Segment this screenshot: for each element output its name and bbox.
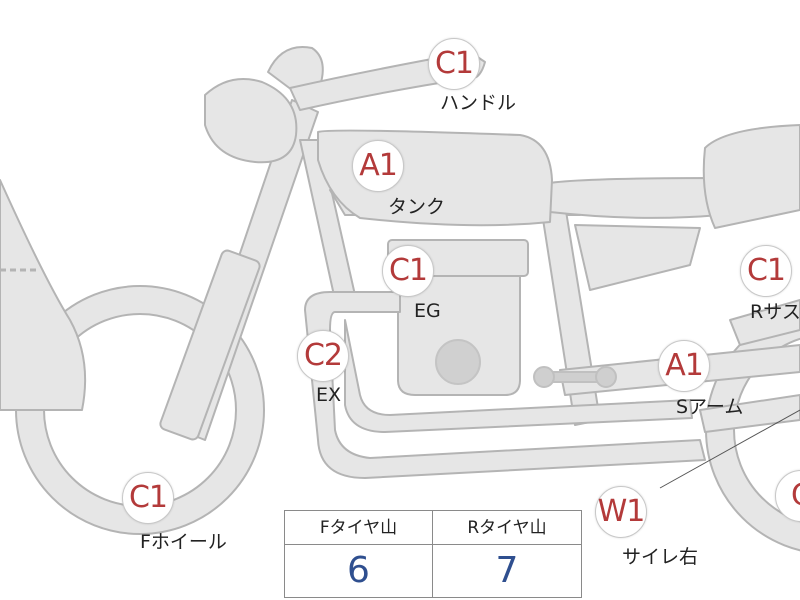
front-fender-shape — [0, 179, 87, 411]
tire-tread-table: Fタイヤ山 Rタイヤ山 6 7 — [284, 510, 582, 598]
silencer-right-label: サイレ右 — [622, 546, 699, 568]
rear-suspension-label: Rサス — [750, 301, 800, 323]
rear-suspension-grade-badge: C1 — [740, 245, 792, 297]
seat-shape — [539, 177, 721, 219]
headlight-shape — [204, 78, 298, 164]
exhaust-label: EX — [316, 384, 342, 406]
leader-line — [659, 409, 800, 489]
tank-grade-badge: A1 — [352, 140, 404, 192]
handle-grade-badge: C1 — [428, 38, 480, 90]
front-wheel-label: Fホイール — [140, 531, 227, 553]
swing-arm-grade-badge: A1 — [658, 340, 710, 392]
front-tire-header: Fタイヤ山 — [285, 511, 433, 545]
front-wheel-grade-badge: C1 — [122, 472, 174, 524]
engine-label: EG — [414, 300, 441, 322]
silencer-right-grade-badge: W1 — [595, 486, 647, 538]
tank-label: タンク — [388, 196, 446, 218]
exhaust-grade-badge: C2 — [297, 330, 349, 382]
front-tire-value: 6 — [285, 545, 433, 597]
brake-pedal-shape — [533, 366, 617, 388]
rear-tire-value: 7 — [495, 550, 519, 591]
rear-tire-header: Rタイヤ山 — [433, 511, 581, 545]
exhaust-shape — [304, 291, 706, 479]
swing-arm-label: Sアーム — [676, 396, 744, 418]
engine-grade-badge: C1 — [382, 245, 434, 297]
handle-label: ハンドル — [440, 92, 517, 114]
